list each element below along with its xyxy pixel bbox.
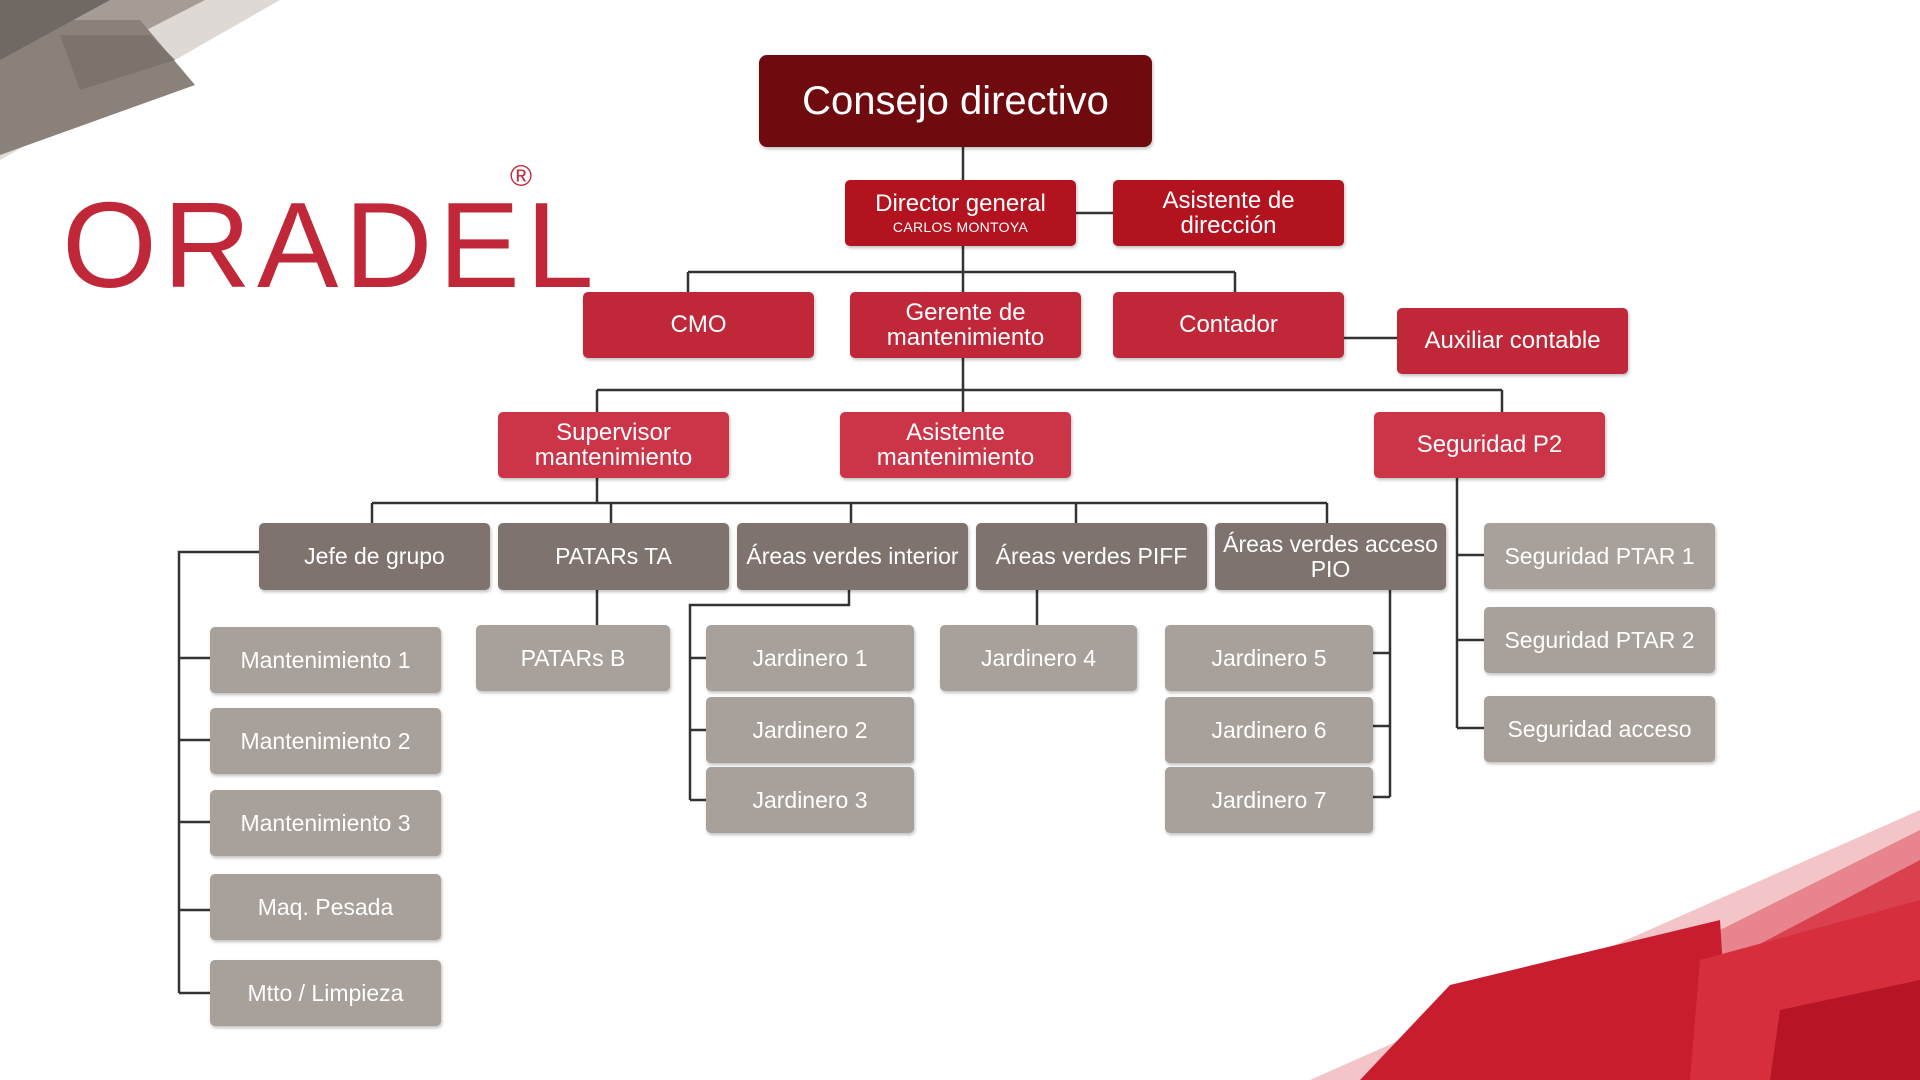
box-seguridad-ptar-1: Seguridad PTAR 1 bbox=[1484, 523, 1715, 589]
box-areas-verdes-interior: Áreas verdes interior bbox=[737, 523, 968, 590]
asistente-direccion-label: Asistente de dirección bbox=[1162, 186, 1295, 239]
maq-pesada-label: Maq. Pesada bbox=[257, 893, 394, 920]
mtto-limpieza-label: Mtto / Limpieza bbox=[247, 979, 404, 1006]
box-jefe-grupo: Jefe de grupo bbox=[259, 523, 490, 590]
box-jardinero-3: Jardinero 3 bbox=[706, 767, 914, 833]
box-patars-b: PATARs B bbox=[476, 625, 670, 691]
box-jardinero-5: Jardinero 5 bbox=[1165, 625, 1373, 691]
supervisor-label: Supervisor mantenimiento bbox=[534, 418, 693, 471]
line-supervisor-level4 bbox=[370, 478, 1329, 523]
top-left-stripes bbox=[0, 0, 280, 160]
consejo-label: Consejo directivo bbox=[802, 79, 1109, 123]
box-areas-verdes-pio: Áreas verdes acceso PIO bbox=[1215, 523, 1446, 590]
areas-piff-label: Áreas verdes PIFF bbox=[995, 543, 1188, 570]
line-interior-jardineros bbox=[688, 590, 851, 802]
box-areas-verdes-piff: Áreas verdes PIFF bbox=[976, 523, 1207, 590]
box-patars-ta: PATARs TA bbox=[498, 523, 729, 590]
box-seguridad-p2: Seguridad P2 bbox=[1374, 412, 1605, 478]
seguridad-ptar-2-label: Seguridad PTAR 2 bbox=[1504, 626, 1695, 653]
oradel-logo: ORADEL ® bbox=[62, 162, 594, 311]
box-asistente-direccion: Asistente de dirección bbox=[1113, 180, 1344, 246]
box-cmo: CMO bbox=[583, 292, 814, 358]
box-jardinero-2: Jardinero 2 bbox=[706, 697, 914, 763]
box-mantenimiento-2: Mantenimiento 2 bbox=[210, 708, 441, 774]
auxiliar-contable-label: Auxiliar contable bbox=[1424, 327, 1601, 355]
line-seguridad-p2 bbox=[1455, 478, 1484, 730]
cmo-label: CMO bbox=[670, 311, 727, 339]
contador-label: Contador bbox=[1179, 311, 1278, 339]
box-jardinero-1: Jardinero 1 bbox=[706, 625, 914, 691]
registered-mark: ® bbox=[510, 160, 533, 193]
box-asistente-mantenimiento: Asistente mantenimiento bbox=[840, 412, 1071, 478]
box-maq-pesada: Maq. Pesada bbox=[210, 874, 441, 940]
line-jefe-mantenimiento bbox=[177, 550, 259, 995]
areas-interior-label: Áreas verdes interior bbox=[746, 543, 959, 570]
mantenimiento-1-label: Mantenimiento 1 bbox=[240, 646, 411, 673]
box-contador: Contador bbox=[1113, 292, 1344, 358]
director-name: CARLOS MONTOYA bbox=[892, 219, 1029, 236]
box-supervisor-mantenimiento: Supervisor mantenimiento bbox=[498, 412, 729, 478]
jardinero-6-label: Jardinero 6 bbox=[1211, 716, 1327, 743]
line-director-level2 bbox=[686, 246, 1237, 292]
box-director-general: Director general CARLOS MONTOYA bbox=[845, 180, 1076, 246]
box-consejo-directivo: Consejo directivo bbox=[759, 55, 1152, 147]
jardinero-1-label: Jardinero 1 bbox=[752, 644, 868, 671]
jefe-grupo-label: Jefe de grupo bbox=[304, 543, 445, 570]
seguridad-p2-label: Seguridad P2 bbox=[1416, 431, 1563, 459]
box-mantenimiento-1: Mantenimiento 1 bbox=[210, 627, 441, 693]
box-jardinero-6: Jardinero 6 bbox=[1165, 697, 1373, 763]
box-jardinero-4: Jardinero 4 bbox=[940, 625, 1137, 691]
bottom-right-stripes bbox=[1310, 810, 1920, 1080]
jardinero-2-label: Jardinero 2 bbox=[752, 716, 868, 743]
box-mantenimiento-3: Mantenimiento 3 bbox=[210, 790, 441, 856]
box-seguridad-ptar-2: Seguridad PTAR 2 bbox=[1484, 607, 1715, 673]
jardinero-7-label: Jardinero 7 bbox=[1211, 786, 1327, 813]
patars-ta-label: PATARs TA bbox=[555, 543, 672, 570]
line-pio-jardineros bbox=[1373, 590, 1392, 799]
gerente-label: Gerente de mantenimiento bbox=[886, 298, 1045, 351]
asistente-mant-label: Asistente mantenimiento bbox=[876, 418, 1035, 471]
mantenimiento-2-label: Mantenimiento 2 bbox=[240, 727, 411, 754]
seguridad-ptar-1-label: Seguridad PTAR 1 bbox=[1504, 542, 1695, 569]
box-auxiliar-contable: Auxiliar contable bbox=[1397, 308, 1628, 374]
jardinero-4-label: Jardinero 4 bbox=[980, 644, 1097, 671]
jardinero-3-label: Jardinero 3 bbox=[752, 786, 868, 813]
box-seguridad-acceso: Seguridad acceso bbox=[1484, 696, 1715, 762]
box-mtto-limpieza: Mtto / Limpieza bbox=[210, 960, 441, 1026]
seguridad-acceso-label: Seguridad acceso bbox=[1507, 715, 1692, 742]
logo-text: ORADEL bbox=[62, 177, 600, 313]
director-title: Director general bbox=[875, 190, 1046, 218]
patars-b-label: PATARs B bbox=[520, 644, 626, 671]
areas-pio-label: Áreas verdes acceso PIO bbox=[1223, 531, 1438, 582]
line-gerente-level3 bbox=[595, 358, 1504, 412]
box-jardinero-7: Jardinero 7 bbox=[1165, 767, 1373, 833]
jardinero-5-label: Jardinero 5 bbox=[1211, 644, 1327, 671]
box-gerente-mantenimiento: Gerente de mantenimiento bbox=[850, 292, 1081, 358]
mantenimiento-3-label: Mantenimiento 3 bbox=[240, 809, 411, 836]
